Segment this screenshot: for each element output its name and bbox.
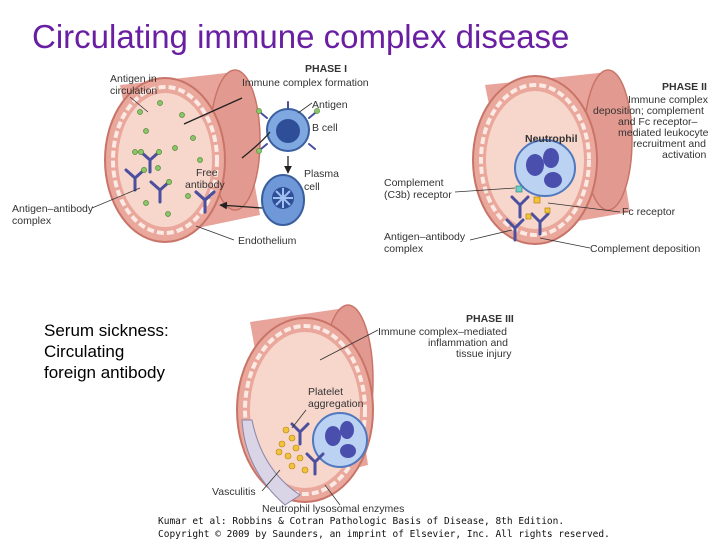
slide-note: Serum sickness: Circulating foreign anti… (44, 320, 169, 383)
phase3-complexes (290, 422, 325, 476)
phase1-antigen-dots (132, 100, 203, 217)
label-plasma-cell: cell (304, 181, 320, 193)
phase1-leader-lines (91, 96, 313, 241)
label-free-antibody: Free (196, 167, 218, 179)
phase2-subtitle: deposition; complement (593, 105, 704, 117)
phase3-subtitle: inflammation and (428, 337, 508, 349)
label-vasculitis: Vasculitis (212, 486, 256, 498)
phase2-subtitle: Immune complex (628, 94, 709, 106)
label-complement-deposition: Complement deposition (590, 243, 700, 255)
phase3-subtitle: Immune complex–mediated (378, 326, 507, 338)
phase2-subtitle: and Fc receptor– (618, 116, 698, 128)
b-cell (256, 101, 320, 154)
phase2-subtitle: activation (662, 149, 707, 161)
phase3-title: PHASE III (466, 313, 514, 325)
label-free-antibody: antibody (185, 179, 225, 191)
phase2-deposited-complexes (505, 185, 551, 242)
phase2-subtitle: mediated leukocyte (618, 127, 709, 139)
phase2-title: PHASE II (662, 81, 707, 93)
phase1-free-antibody (194, 190, 216, 214)
phase3-neutrophil (312, 412, 368, 468)
label-fc-receptor: Fc receptor (622, 206, 676, 218)
phase3-subtitle: tissue injury (456, 348, 512, 360)
plasma-cell (261, 174, 305, 226)
phase1-arrows (183, 97, 292, 210)
phase1-subtitle: Immune complex formation (242, 77, 369, 89)
phase3-leader-lines (261, 329, 379, 506)
citation-line-2: Copyright © 2009 by Saunders, an imprint… (158, 529, 610, 540)
label-antigen-antibody-complex-2: complex (384, 243, 424, 255)
label-antigen: Antigen (312, 99, 348, 111)
label-complement-receptor: (C3b) receptor (384, 189, 452, 201)
label-platelet-aggregation: Platelet (308, 386, 343, 398)
note-line: Circulating (44, 342, 125, 361)
note-line: Serum sickness: (44, 321, 169, 340)
label-neutrophil: Neutrophil (525, 133, 578, 145)
label-antigen-in-circulation: circulation (110, 85, 157, 97)
label-antigen-antibody-complex: Antigen–antibody (12, 203, 94, 215)
note-line: foreign antibody (44, 363, 165, 382)
phase1-title: PHASE I (305, 63, 347, 75)
label-endothelium: Endothelium (238, 235, 297, 247)
label-antigen-in-circulation: Antigen in (110, 73, 157, 85)
platelet-aggregate (275, 426, 309, 474)
citation-line-1: Kumar et al: Robbins & Cotran Pathologic… (158, 516, 564, 527)
label-plasma-cell: Plasma (304, 168, 339, 180)
label-b-cell: B cell (312, 122, 338, 134)
label-antigen-antibody-complex: complex (12, 215, 52, 227)
neutrophil (514, 139, 576, 197)
slide-title: Circulating immune complex disease (32, 18, 570, 55)
phase2-subtitle: recruitment and (633, 138, 706, 150)
label-antigen-antibody-complex-2: Antigen–antibody (384, 231, 466, 243)
phase2-leader-lines (454, 187, 621, 249)
label-platelet-aggregation: aggregation (308, 398, 364, 410)
phase1-complex-antigens (138, 149, 172, 185)
label-neutrophil-lysosomal-enzymes: Neutrophil lysosomal enzymes (262, 503, 404, 515)
label-complement-receptor: Complement (384, 177, 444, 189)
